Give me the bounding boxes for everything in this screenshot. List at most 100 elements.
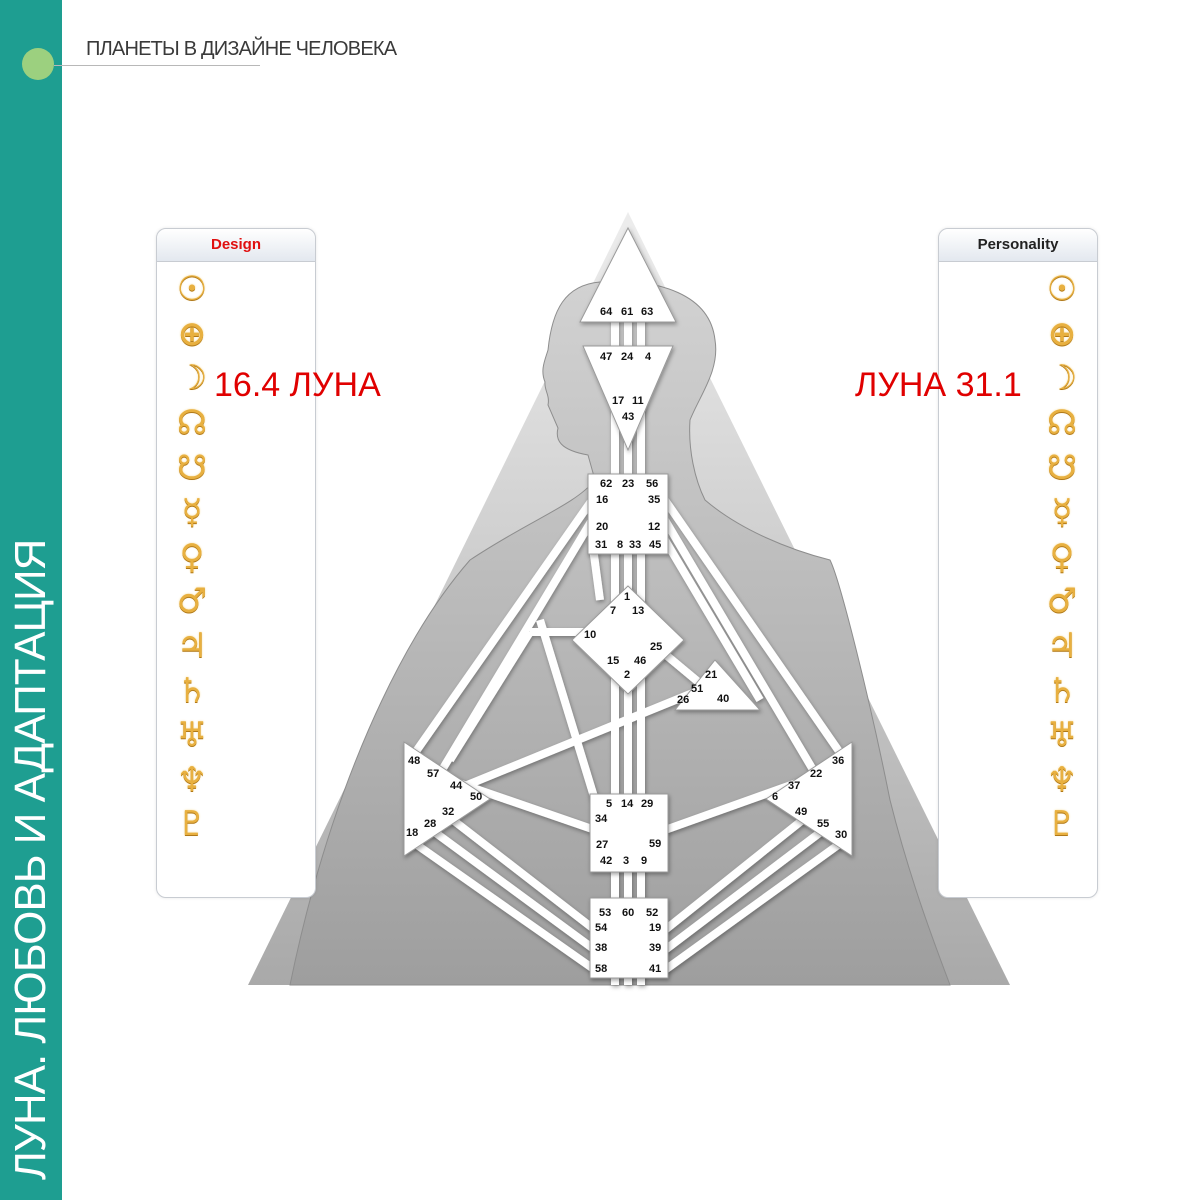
gate-26: 26 [677,694,689,706]
sun-icon: ☉ [1046,269,1078,310]
uranus-icon: ♅ [176,715,208,756]
header-divider [54,65,260,66]
gate-55: 55 [817,818,829,830]
g-center [571,585,685,695]
gate-18: 18 [406,827,418,839]
jupiter-icon: ♃ [1046,626,1078,667]
gate-4: 4 [645,351,652,363]
saturn-icon: ♄ [176,670,208,711]
mars-icon: ♂ [1046,581,1078,622]
sacral-center [589,793,669,873]
gate-43: 43 [622,411,634,423]
gate-48: 48 [408,755,420,767]
spleen-center [403,741,491,857]
gate-32: 32 [442,806,454,818]
gate-15: 15 [607,655,619,667]
uranus-icon: ♅ [1046,715,1078,756]
gate-61: 61 [621,306,633,318]
gate-17: 17 [612,395,624,407]
gate-21: 21 [705,669,717,681]
gate-58: 58 [595,963,607,975]
gate-42: 42 [600,855,612,867]
moon-icon: ☽ [176,358,208,399]
throat-center [587,473,669,555]
personality-panel-title: Personality [939,229,1097,262]
gate-35: 35 [648,494,660,506]
gate-64: 64 [600,306,613,318]
south-node-icon: ☋ [176,447,208,488]
gate-34: 34 [595,813,608,825]
gate-62: 62 [600,478,612,490]
root-center [589,897,669,979]
solar-plexus-center [765,741,853,857]
gate-50: 50 [470,791,482,803]
mercury-icon: ☿ [181,492,203,533]
gate-12: 12 [648,521,660,533]
gate-20: 20 [596,521,608,533]
gate-47: 47 [600,351,612,363]
gate-31: 31 [595,539,607,551]
north-node-icon: ☊ [176,403,208,444]
gate-59: 59 [649,838,661,850]
gate-44: 44 [450,780,463,792]
gate-39: 39 [649,942,661,954]
gate-57: 57 [427,768,439,780]
earth-icon: ⊕ [177,313,207,354]
gate-1: 1 [624,591,630,603]
gate-14: 14 [621,798,634,810]
ajna-center [582,345,674,452]
venus-icon: ♀ [179,536,205,577]
gate-24: 24 [621,351,634,363]
gate-52: 52 [646,907,658,919]
gate-37: 37 [788,780,800,792]
gate-28: 28 [424,818,436,830]
gate-40: 40 [717,693,729,705]
gate-6: 6 [772,791,778,803]
sun-icon: ☉ [176,269,208,310]
personality-moon-annotation: ЛУНА 31.1 [855,366,1022,404]
gate-41: 41 [649,963,661,975]
gate-25: 25 [650,641,662,653]
gate-27: 27 [596,839,608,851]
gate-9: 9 [641,855,647,867]
gate-11: 11 [632,395,644,407]
design-planet-list: ☉ ⊕ ☽ ☊ ☋ ☿ ♀ ♂ ♃ ♄ ♅ ♆ ♇ [167,267,217,847]
gate-45: 45 [649,539,661,551]
neptune-icon: ♆ [176,759,208,800]
side-accent-bar [0,0,62,1200]
gate-13: 13 [632,605,644,617]
gate-19: 19 [649,922,661,934]
gate-56: 56 [646,478,658,490]
north-node-icon: ☊ [1046,403,1078,444]
gate-30: 30 [835,829,847,841]
earth-icon: ⊕ [1047,313,1077,354]
gate-29: 29 [641,798,653,810]
gate-36: 36 [832,755,844,767]
gate-7: 7 [610,605,616,617]
gate-23: 23 [622,478,634,490]
mars-icon: ♂ [176,581,208,622]
gate-63: 63 [641,306,653,318]
design-panel: Design ☉ ⊕ ☽ ☊ ☋ ☿ ♀ ♂ ♃ ♄ ♅ ♆ ♇ [156,228,316,898]
gate-2: 2 [624,669,630,681]
gate-10: 10 [584,629,596,641]
gate-60: 60 [622,907,634,919]
south-node-icon: ☋ [1046,447,1078,488]
gate-38: 38 [595,942,607,954]
accent-dot [22,48,54,80]
gate-51: 51 [691,683,703,695]
gate-8: 8 [617,539,623,551]
pluto-icon: ♇ [1046,804,1078,845]
gate-53: 53 [599,907,611,919]
venus-icon: ♀ [1049,536,1075,577]
gate-22: 22 [810,768,822,780]
jupiter-icon: ♃ [176,626,208,667]
gate-numbers: 64 61 63 47 24 4 17 11 43 62 23 56 1 6 20… [406,306,847,975]
pluto-icon: ♇ [176,804,208,845]
head-center [579,226,677,323]
personality-panel: Personality ☉ ⊕ ☽ ☊ ☋ ☿ ♀ ♂ ♃ ♄ ♅ ♆ ♇ [938,228,1098,898]
gate-33: 33 [629,539,641,551]
gate-49: 49 [795,806,807,818]
personality-planet-list: ☉ ⊕ ☽ ☊ ☋ ☿ ♀ ♂ ♃ ♄ ♅ ♆ ♇ [1037,267,1087,847]
